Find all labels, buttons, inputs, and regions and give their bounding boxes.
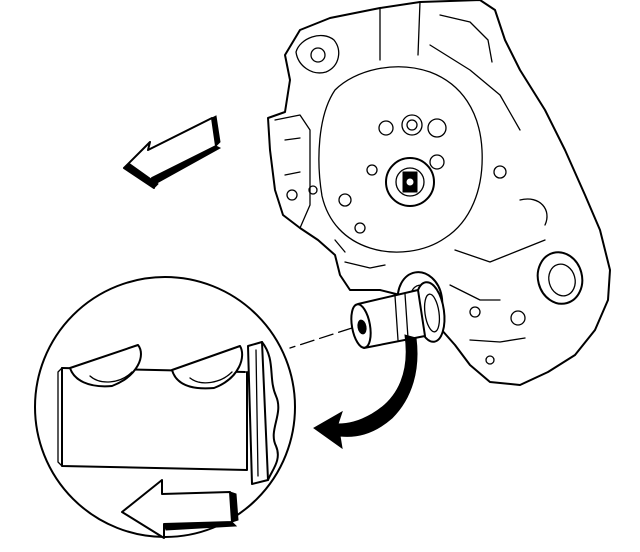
detail-callout — [34, 276, 296, 539]
seal-remover-tool — [350, 289, 426, 349]
callout-curved-arrow — [313, 334, 418, 450]
tool-axis-line — [289, 327, 353, 349]
detail-pull-arrow — [121, 479, 239, 539]
detail-tool-sleeve — [57, 344, 248, 471]
detail-seal-section — [247, 341, 280, 485]
engine-front-cover — [267, 0, 611, 386]
removal-direction-arrow — [123, 115, 222, 189]
